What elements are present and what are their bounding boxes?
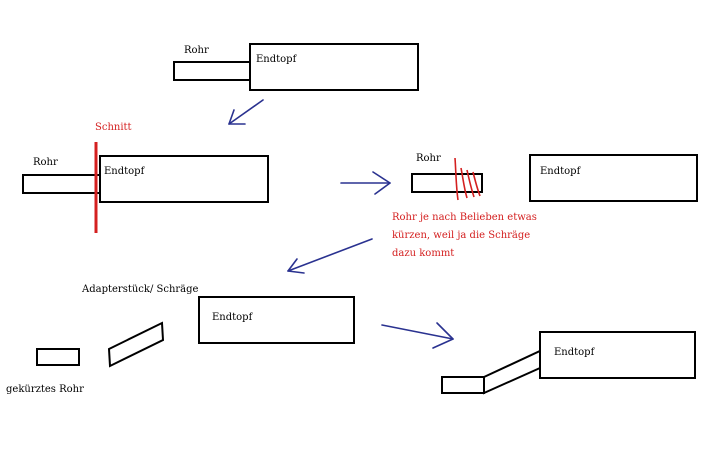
step4-short-pipe xyxy=(36,348,80,366)
step5-adapter xyxy=(483,349,541,395)
hatch-line-3 xyxy=(466,169,475,198)
step1-assembly: Rohr Endtopf xyxy=(173,43,419,91)
step3-muffler xyxy=(529,154,698,202)
arrow-3-head xyxy=(287,258,305,274)
arrow-3-shaft xyxy=(287,238,373,272)
hatch-line-1 xyxy=(454,157,459,201)
step2-pipe xyxy=(22,174,101,194)
step1-muffler xyxy=(249,43,419,91)
trim-hatching xyxy=(454,157,481,201)
step1-pipe-label: Rohr xyxy=(184,45,209,56)
short-pipe-label: gekürztes Rohr xyxy=(6,384,84,395)
step1-muffler-label: Endtopf xyxy=(256,54,298,65)
arrow-4 xyxy=(381,322,454,349)
arrow-1 xyxy=(228,99,264,125)
step2-assembly: Rohr Endtopf Schnitt xyxy=(22,122,269,233)
cut-label: Schnitt xyxy=(95,122,132,133)
note-line-2: kürzen, weil ja die Schräge xyxy=(392,230,530,241)
step4-muffler xyxy=(198,296,355,344)
step5-muffler-label: Endtopf xyxy=(554,347,596,358)
arrow-2 xyxy=(340,171,391,195)
step5-assembly: Endtopf xyxy=(441,331,696,395)
note-line-3: dazu kommt xyxy=(392,248,454,259)
arrow-3 xyxy=(287,238,373,274)
arrow-4-head xyxy=(432,322,454,349)
step2-pipe-label: Rohr xyxy=(33,157,58,168)
step3-muffler-label: Endtopf xyxy=(540,166,582,177)
arrow-2-head xyxy=(372,171,391,195)
step3-pipe-label: Rohr xyxy=(416,153,441,164)
step5-pipe xyxy=(441,376,485,394)
adapter-label: Adapterstück/ Schräge xyxy=(81,284,199,295)
arrow-1-head xyxy=(228,109,246,125)
step2-muffler xyxy=(99,155,269,203)
step4-assembly: Adapterstück/ Schräge gekürztes Rohr End… xyxy=(6,284,355,395)
step4-adapter xyxy=(107,321,165,368)
step5-muffler xyxy=(539,331,696,379)
step3-assembly: Rohr Endtopf Rohr je nach Belieben etwas… xyxy=(392,153,698,259)
arrow-1-shaft xyxy=(228,99,264,125)
step1-pipe xyxy=(173,61,251,81)
arrow-4-shaft xyxy=(381,324,454,340)
note-line-1: Rohr je nach Belieben etwas xyxy=(392,212,537,223)
step2-muffler-label: Endtopf xyxy=(104,166,146,177)
hatch-line-2 xyxy=(460,167,468,199)
hatch-line-4 xyxy=(472,171,481,197)
step4-muffler-label: Endtopf xyxy=(212,312,254,323)
